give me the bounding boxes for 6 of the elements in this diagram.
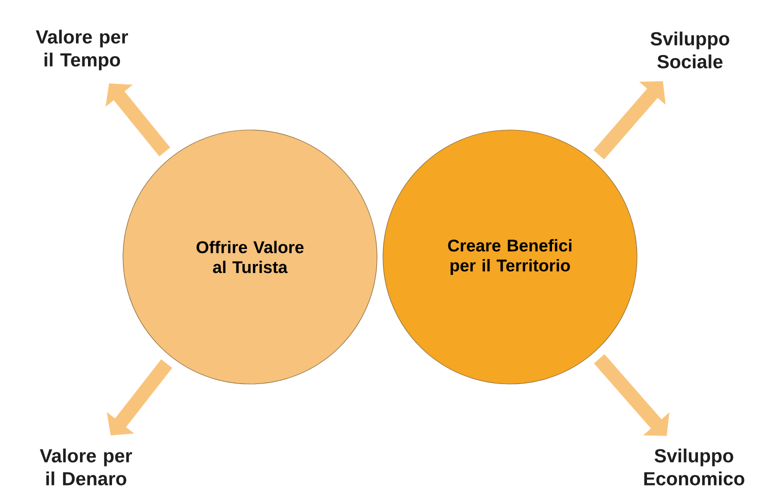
outcome-label: Sviluppo Sociale [650, 32, 730, 68]
block-arrow [106, 83, 170, 156]
outcome-label: Sviluppo Economico [644, 448, 744, 486]
block-arrow [594, 354, 670, 436]
outcome-label: Valore per il Tempo [36, 30, 128, 70]
outcome-label: Valore per il Denaro [40, 448, 132, 486]
